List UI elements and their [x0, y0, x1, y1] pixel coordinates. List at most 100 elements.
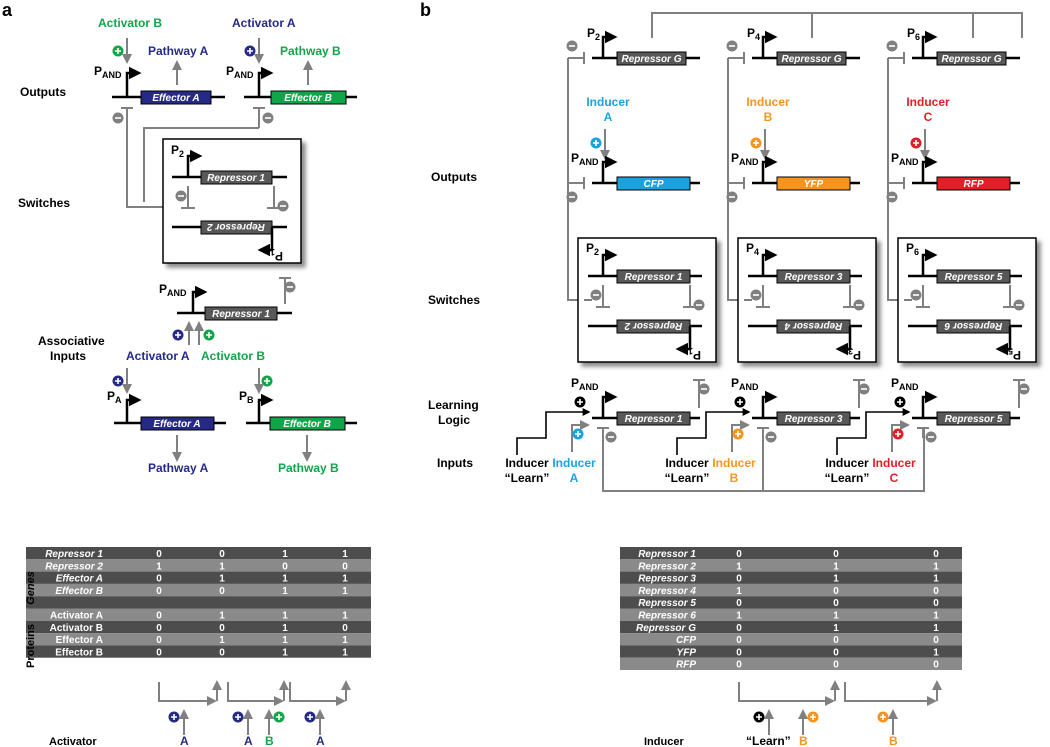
minus-circle-icon [853, 299, 865, 311]
plus-circle-icon [572, 428, 584, 440]
plus-circle-icon [304, 711, 316, 723]
table-row [620, 571, 962, 584]
row-label: Repressor G [636, 623, 696, 634]
table-cell: 1 [833, 611, 839, 622]
effector-a-gene-label: Effector A [152, 93, 199, 104]
repressor-g-gene-label: Repressor G [941, 54, 1001, 65]
table-cell: 1 [342, 635, 348, 646]
minus-circle-icon [590, 289, 602, 301]
learning-gene-label: Repressor 1 [625, 414, 683, 425]
repressor-g-gene-label: Repressor G [621, 54, 681, 65]
promoter-arrow-icon [601, 248, 618, 276]
promoter-arrow-icon [257, 227, 274, 257]
section-outputs-b: Outputs [431, 170, 477, 184]
row-label: Effector B [55, 647, 103, 658]
section-outputs-a: Outputs [20, 85, 66, 99]
panel-label-a: a [2, 0, 13, 20]
section-associative-2: Inputs [50, 349, 86, 363]
table-cell: 0 [219, 623, 225, 634]
activator-b-label: Activator B [98, 16, 162, 30]
table-cell: 1 [282, 647, 288, 658]
table-row [620, 596, 962, 609]
minus-circle-icon [726, 191, 738, 203]
promoter-arrow-icon [761, 155, 778, 183]
plus-circle-icon [112, 375, 124, 387]
repressor-g-gene-label: Repressor G [781, 54, 841, 65]
minus-circle-icon [698, 383, 710, 395]
row-label: Effector A [56, 574, 103, 585]
table-row [26, 596, 371, 609]
output-gene-label: RFP [964, 179, 984, 190]
row-label: YFP [677, 647, 697, 658]
inducer-input-arrow [571, 420, 590, 452]
table-cell: 0 [833, 660, 839, 671]
table-cell: 1 [282, 623, 288, 634]
table-cell: 0 [933, 660, 939, 671]
table-cell: 1 [342, 611, 348, 622]
plus-circle-icon [273, 711, 285, 723]
table-cell: 1 [342, 549, 348, 560]
input-pathway-b: Pathway B [278, 461, 339, 475]
p2-label: P2 [171, 143, 184, 159]
row-label: Activator B [50, 623, 103, 634]
plus-circle-icon [112, 45, 124, 57]
promoter-arrow-icon [675, 326, 692, 356]
table-row [620, 645, 962, 658]
promoter-arrow-icon [761, 390, 778, 418]
promoter-arrow-icon [601, 155, 618, 183]
learn-input-arrow [836, 408, 911, 455]
plus-circle-icon [892, 428, 904, 440]
repression-tbar-icon [693, 379, 705, 408]
repressor-g-gene [616, 51, 687, 66]
genes-axis-label: Genes [25, 571, 37, 605]
row-label: CFP [676, 635, 696, 646]
input-effector-b-label: Effector B [283, 419, 331, 430]
inducer-label: Inducer [906, 95, 950, 109]
table-row [620, 583, 962, 597]
table-row [620, 608, 962, 621]
circle-glyph [737, 399, 743, 405]
table-row [26, 559, 371, 572]
table-cell: 1 [219, 611, 225, 622]
table-cell: 1 [342, 647, 348, 658]
inducer-input-label: C [890, 471, 899, 485]
promoter-arrow-icon [186, 149, 203, 177]
switch-top-gene-label: Repressor 1 [625, 272, 683, 283]
minus-circle-icon [112, 112, 124, 124]
pa-label: PA [107, 389, 122, 405]
row-label: RFP [676, 660, 696, 671]
table-cell: 0 [736, 598, 742, 609]
pand-label: PAND [731, 376, 759, 392]
switch-top-gene-label: Repressor 3 [785, 272, 843, 283]
switch-box-a: P2 Repressor 1 Repressor 2 P1 [126, 127, 302, 264]
plus-circle-icon [574, 396, 586, 408]
switch-top-promoter: P4 [746, 241, 759, 257]
switch-bottom-gene-label: Repressor 4 [784, 320, 842, 331]
repression-tbar-icon [904, 285, 930, 308]
proteins-axis-label: Proteins [25, 624, 37, 668]
table-cell: 0 [833, 586, 839, 597]
table-cell: 1 [933, 623, 939, 634]
panel-label-b: b [420, 0, 431, 20]
effector-b-gene-label: Effector B [284, 93, 332, 104]
repression-tbar-icon [744, 285, 770, 308]
p1-label: P1 [270, 247, 283, 263]
table-cell: 1 [833, 561, 839, 572]
promoter-arrow-icon [601, 390, 618, 418]
repressor2-gene-label: Repressor 2 [207, 221, 265, 232]
row-label: Repressor 3 [638, 574, 696, 585]
table-cell: 0 [342, 623, 348, 634]
table-cell: 0 [736, 635, 742, 646]
repression-tbar-icon [757, 427, 769, 438]
learn-inducer-label: “Learn” [505, 471, 550, 485]
learning-feedback-bus [602, 428, 925, 492]
inducer-step-b2: B [889, 734, 898, 747]
switch-top-gene [616, 269, 691, 284]
table-row [26, 583, 371, 597]
section-inputs-b: Inputs [437, 456, 473, 470]
promoter-arrow-icon [921, 390, 938, 418]
table-cell: 0 [156, 647, 162, 658]
table-cell: 0 [219, 647, 225, 658]
inducer-label: C [924, 110, 933, 124]
